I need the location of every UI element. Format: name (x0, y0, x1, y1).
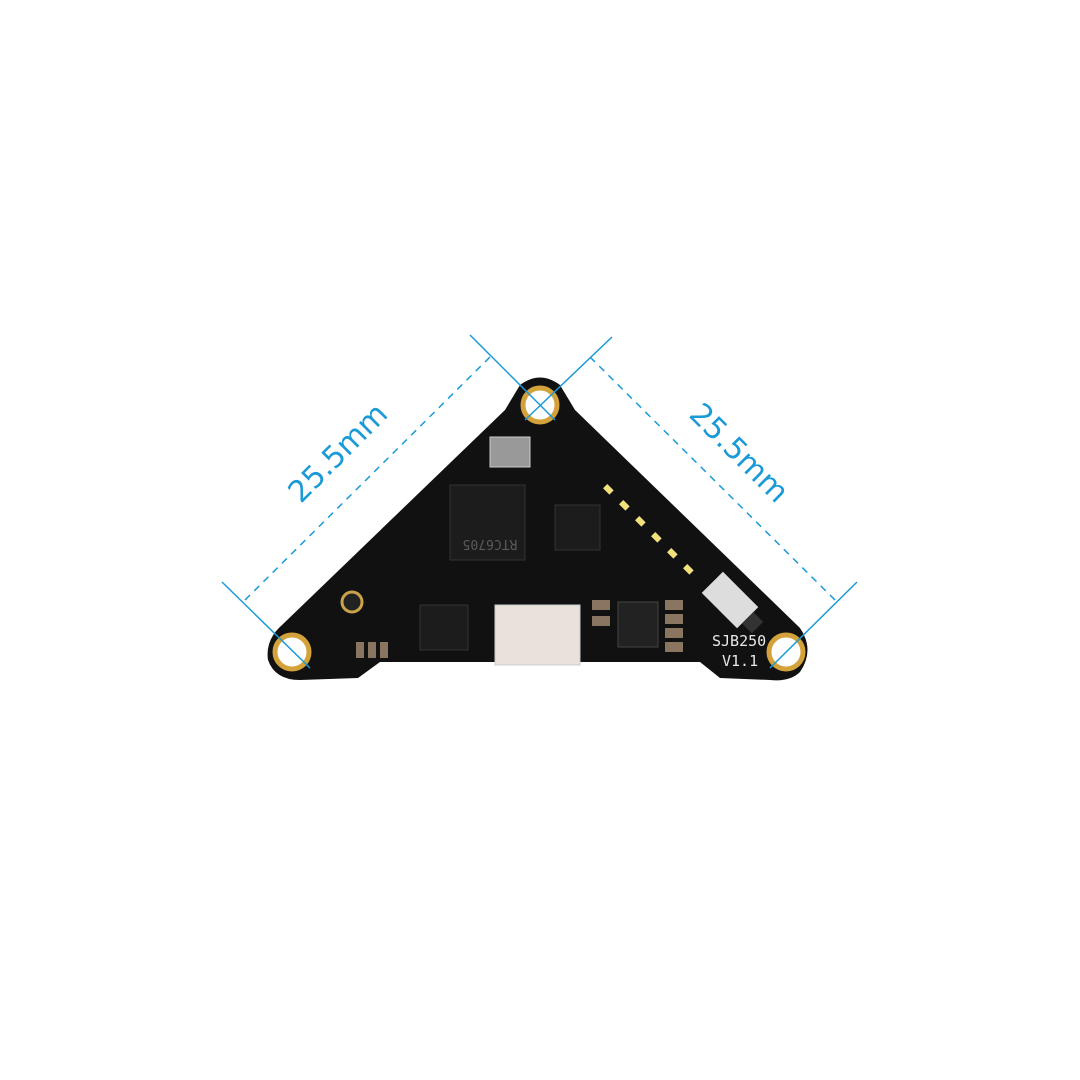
antenna-connector (340, 590, 364, 614)
leds (603, 484, 694, 575)
crystal (489, 436, 531, 468)
board-model-silkscreen: SJB250 (712, 632, 766, 650)
connector (494, 604, 581, 666)
right-dimension-label: 25.5mm (682, 397, 795, 510)
vtx-chip (449, 484, 526, 561)
switch (701, 571, 764, 634)
pcb-board: RTC6705 SJB250 V1.1 (267, 377, 808, 681)
inductor (617, 601, 659, 648)
left-dimension-label: 25.5mm (282, 397, 395, 510)
dimension-lines (221, 334, 858, 669)
board-version-silkscreen: V1.1 (722, 652, 758, 670)
chip-marking: RTC6705 (463, 536, 518, 551)
